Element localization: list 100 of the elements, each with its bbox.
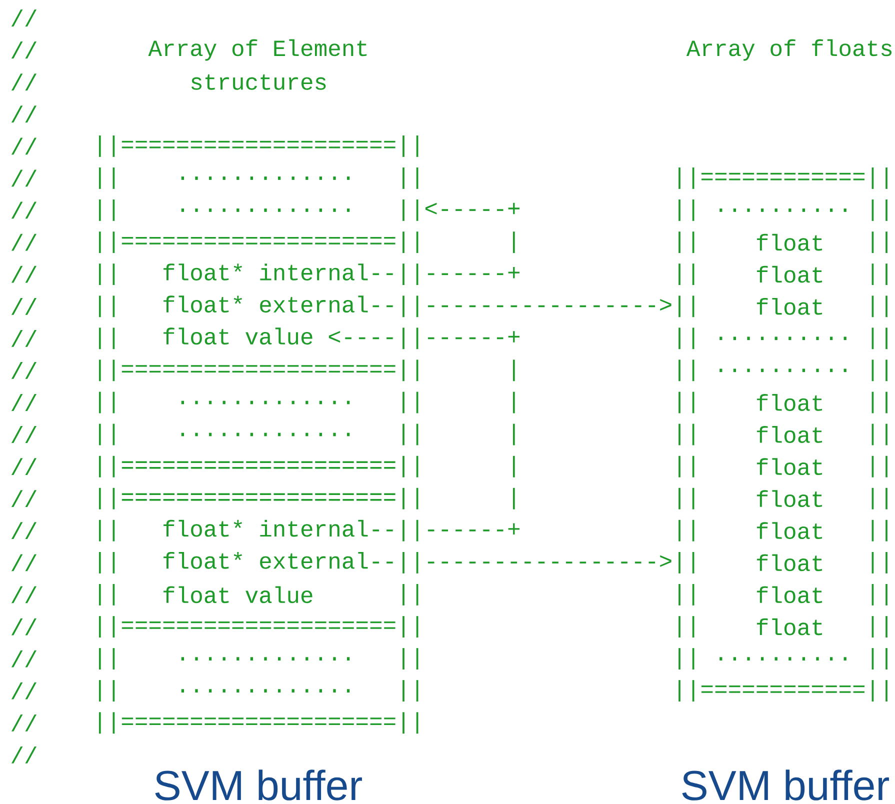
ascii-border: ||====================||	[98, 456, 418, 478]
ascii-border: ||	[872, 552, 888, 574]
ascii-border: ||	[98, 552, 115, 574]
ascii-border: ||	[678, 456, 694, 478]
comment-marker: //	[11, 42, 36, 58]
array-heading: structures	[191, 74, 326, 90]
caption: SVM buffer	[682, 770, 889, 800]
ascii-border: ||	[98, 520, 115, 542]
comment-marker: //	[11, 106, 36, 123]
float-entry: float	[756, 234, 822, 251]
placeholder-dots: ..........	[720, 336, 846, 340]
ascii-arrow: |	[512, 424, 515, 446]
ascii-border: ||	[98, 296, 115, 318]
ascii-border: ||	[98, 584, 115, 606]
ascii-border: ||	[678, 328, 694, 350]
float-entry: float	[756, 586, 822, 604]
ascii-border: ||====================||	[98, 232, 418, 254]
placeholder-dots: ..........	[720, 208, 846, 212]
comment-marker: //	[11, 394, 36, 411]
float-entry: float	[756, 426, 822, 443]
comment-marker: //	[11, 426, 36, 443]
ascii-border: ||============||	[678, 680, 888, 702]
float-entry: float	[756, 490, 822, 508]
ascii-border: ||	[872, 456, 888, 478]
comment-marker: //	[11, 74, 36, 91]
float-entry: float	[756, 458, 822, 476]
caption: SVM buffer	[155, 770, 362, 800]
comment-marker: //	[11, 298, 36, 315]
ascii-border: ||====================||	[98, 135, 418, 157]
ascii-border: ||	[872, 232, 888, 254]
ascii-border: ||	[678, 199, 694, 221]
comment-marker: //	[11, 490, 36, 508]
ascii-border: ||	[872, 616, 888, 638]
ascii-border: ||	[678, 616, 694, 638]
ascii-border: ||	[678, 520, 694, 542]
placeholder-dots: .............	[181, 689, 350, 692]
placeholder-dots: ..........	[720, 368, 846, 372]
field-with-pointer: float* internal--||------+	[164, 264, 520, 286]
comment-marker: //	[11, 682, 36, 700]
ascii-border: ||	[678, 360, 694, 382]
ascii-border: ||	[678, 648, 694, 670]
ascii-border: ||====================||	[98, 488, 418, 510]
array-heading: Array of Element	[148, 39, 367, 61]
ascii-border: ||	[872, 296, 888, 318]
comment-marker: //	[11, 618, 36, 636]
ascii-border: ||====================||	[98, 360, 418, 382]
ascii-border: ||	[872, 264, 888, 286]
ascii-border: ||	[872, 648, 888, 670]
placeholder-dots: .............	[181, 400, 350, 404]
ascii-border: ||	[402, 392, 418, 414]
ascii-arrow: |	[512, 360, 515, 382]
ascii-arrow: |	[512, 488, 515, 510]
field-with-pointer: float* external--||----------------->||	[164, 552, 694, 574]
ascii-border: ||	[678, 488, 694, 510]
comment-marker: //	[11, 266, 36, 283]
ascii-border: ||	[872, 520, 888, 542]
ascii-arrow: |	[512, 392, 515, 414]
comment-marker: //	[11, 138, 36, 155]
ascii-border: ||====================||	[98, 712, 418, 734]
ascii-border: ||	[872, 392, 888, 414]
array-heading: Array of floats	[686, 39, 892, 61]
ascii-border: ||	[98, 167, 115, 189]
ascii-border: ||	[402, 424, 418, 446]
ascii-border: ||	[678, 264, 694, 286]
ascii-border: ||	[678, 424, 694, 446]
placeholder-dots: .............	[181, 208, 350, 212]
comment-marker: //	[11, 746, 36, 764]
comment-marker: //	[11, 650, 36, 668]
ascii-border: ||============||	[678, 167, 888, 189]
field-with-pointer: float* internal--||------+	[164, 520, 520, 542]
comment-marker: //	[11, 714, 36, 732]
ascii-arrow: |	[512, 456, 515, 478]
field-with-pointer: float* external--||----------------->||	[164, 296, 694, 318]
placeholder-dots: ..........	[720, 657, 846, 660]
float-entry: float	[756, 394, 822, 411]
ascii-border: ||	[872, 424, 888, 446]
ascii-border: ||	[98, 264, 115, 286]
comment-marker: //	[11, 234, 36, 251]
comment-marker: //	[11, 202, 36, 219]
ascii-border: ||====================||	[98, 616, 418, 638]
placeholder-dots: .............	[181, 176, 350, 180]
placeholder-dots: .............	[181, 432, 350, 436]
ascii-border: ||	[678, 584, 694, 606]
placeholder-dots: .............	[181, 657, 350, 660]
float-entry: float	[756, 266, 822, 283]
ascii-border: ||	[98, 648, 115, 670]
float-entry: float	[756, 522, 822, 540]
ascii-border: ||	[402, 167, 418, 189]
comment-marker: //	[11, 362, 36, 379]
ascii-border: ||	[872, 360, 888, 382]
ascii-border: ||	[402, 648, 418, 670]
ascii-border: ||	[872, 328, 888, 350]
ascii-border: ||	[872, 199, 888, 221]
ascii-border: ||	[98, 392, 115, 414]
float-entry: float	[756, 554, 822, 572]
field-text: float value	[164, 586, 312, 604]
comment-marker: //	[11, 554, 36, 572]
ascii-border: ||	[98, 199, 115, 221]
ascii-border: ||	[872, 584, 888, 606]
ascii-border: ||	[98, 680, 115, 702]
